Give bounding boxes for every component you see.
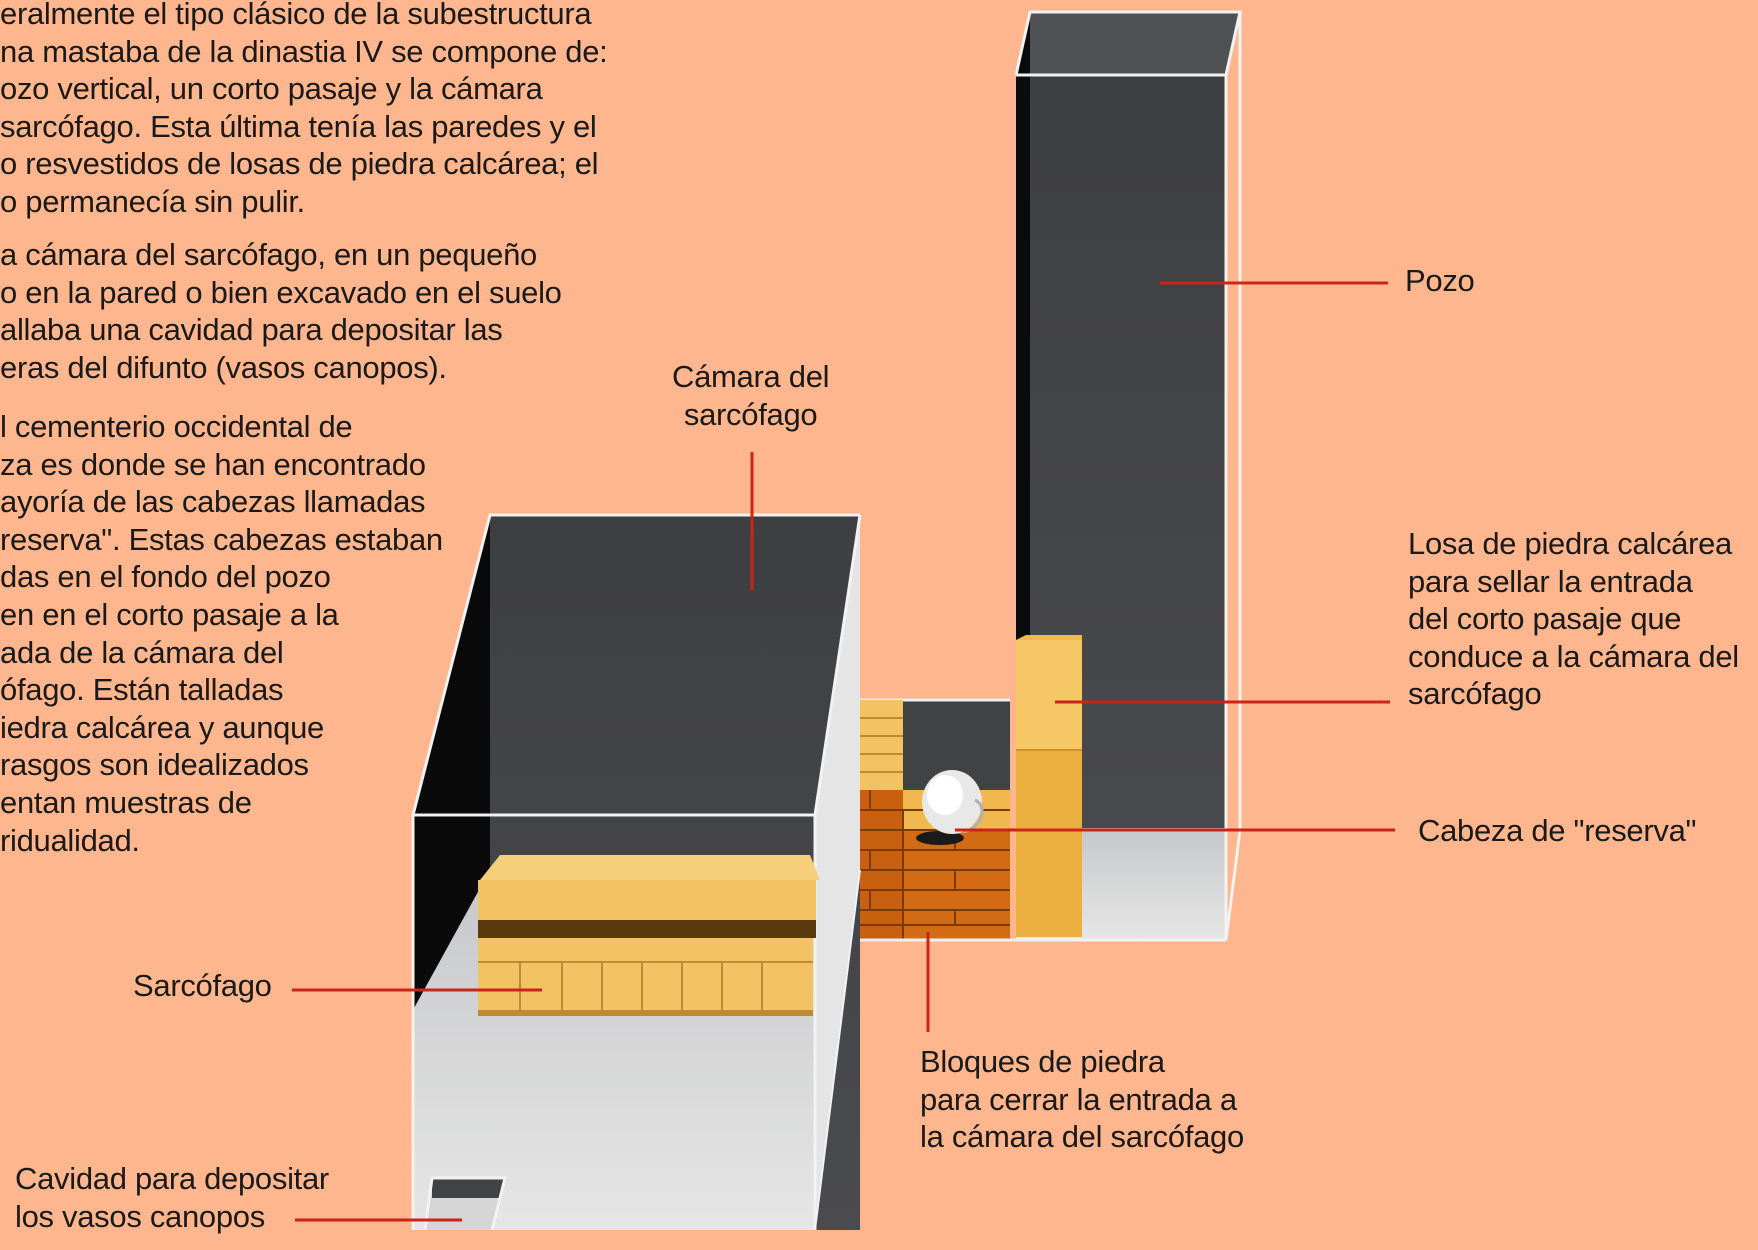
label-text: para cerrar la entrada a [920,1081,1237,1117]
label-text: Pozo [1405,263,1475,298]
text-paragraph-2: a cámara del sarcófago, en un pequeño o … [0,236,562,386]
text-line: o resvestidos de losas de piedra calcáre… [0,146,599,182]
text-line: o permanecía sin pulir. [0,183,305,219]
text-line: ozo vertical, un corto pasaje y la cámar… [0,71,543,107]
text-paragraph-1: eralmente el tipo clásico de la subestru… [0,0,608,221]
text-line: reserva". Estas cabezas estaban [0,521,443,557]
text-line: en en el corto pasaje a la [0,596,339,632]
label-cavidad-canopos: Cavidad para depositar los vasos canopos [15,1160,329,1235]
text-line: iedra calcárea y aunque [0,709,324,745]
text-line: ridualidad. [0,822,140,858]
limestone-slab [1016,635,1082,937]
text-line: ayoría de las cabezas llamadas [0,484,426,520]
label-camara-del-sarcofago: Cámara del sarcófago [672,358,830,433]
label-pozo: Pozo [1405,262,1475,300]
label-sarcofago: Sarcófago [133,967,272,1005]
label-text: Cámara del [672,359,830,394]
reserve-head [916,770,984,845]
label-text: Losa de piedra calcárea [1408,526,1732,561]
label-text: Bloques de piedra [920,1044,1165,1079]
text-line: o en la pared o bien excavado en el suel… [0,274,562,310]
label-text: Cavidad para depositar [15,1161,329,1196]
text-line: ófago. Están talladas [0,672,284,708]
short-passage [838,698,1016,942]
label-cabeza-reserva: Cabeza de "reserva" [1418,812,1697,850]
text-line: eralmente el tipo clásico de la subestru… [0,0,592,31]
label-text: sarcófago [1408,676,1542,712]
label-bloques-piedra: Bloques de piedra para cerrar la entrada… [920,1043,1244,1156]
label-text: para sellar la entrada [1408,563,1693,599]
text-line: rasgos son idealizados [0,747,309,783]
canopic-cavity [423,1176,507,1231]
text-line: das en el fondo del pozo [0,559,331,595]
text-line: na mastaba de la dinastia IV se compone … [0,33,608,69]
text-line: ada de la cámara del [0,634,284,670]
text-line: eras del difunto (vasos canopos). [0,349,447,385]
leader-lines [292,281,1395,1222]
sarcophagus [478,855,820,1016]
text-line: a cámara del sarcófago, en un pequeño [0,237,537,272]
text-line: allaba una cavidad para depositar las [0,312,503,348]
text-line: entan muestras de [0,784,252,820]
label-text: del corto pasaje que [1408,601,1682,637]
label-text: los vasos canopos [15,1198,265,1234]
text-line: sarcófago. Esta última tenía las paredes… [0,108,597,144]
label-losa-piedra: Losa de piedra calcárea para sellar la e… [1408,525,1739,713]
label-text: Cabeza de "reserva" [1418,813,1697,848]
label-text: sarcófago [683,396,818,432]
text-line: za es donde se han encontrado [0,446,426,482]
label-text: conduce a la cámara del [1408,638,1739,674]
text-paragraph-3: l cementerio occidental de za es donde s… [0,408,443,859]
label-text: la cámara del sarcófago [920,1119,1244,1155]
label-text: Sarcófago [133,968,272,1003]
text-line: l cementerio occidental de [0,409,353,444]
